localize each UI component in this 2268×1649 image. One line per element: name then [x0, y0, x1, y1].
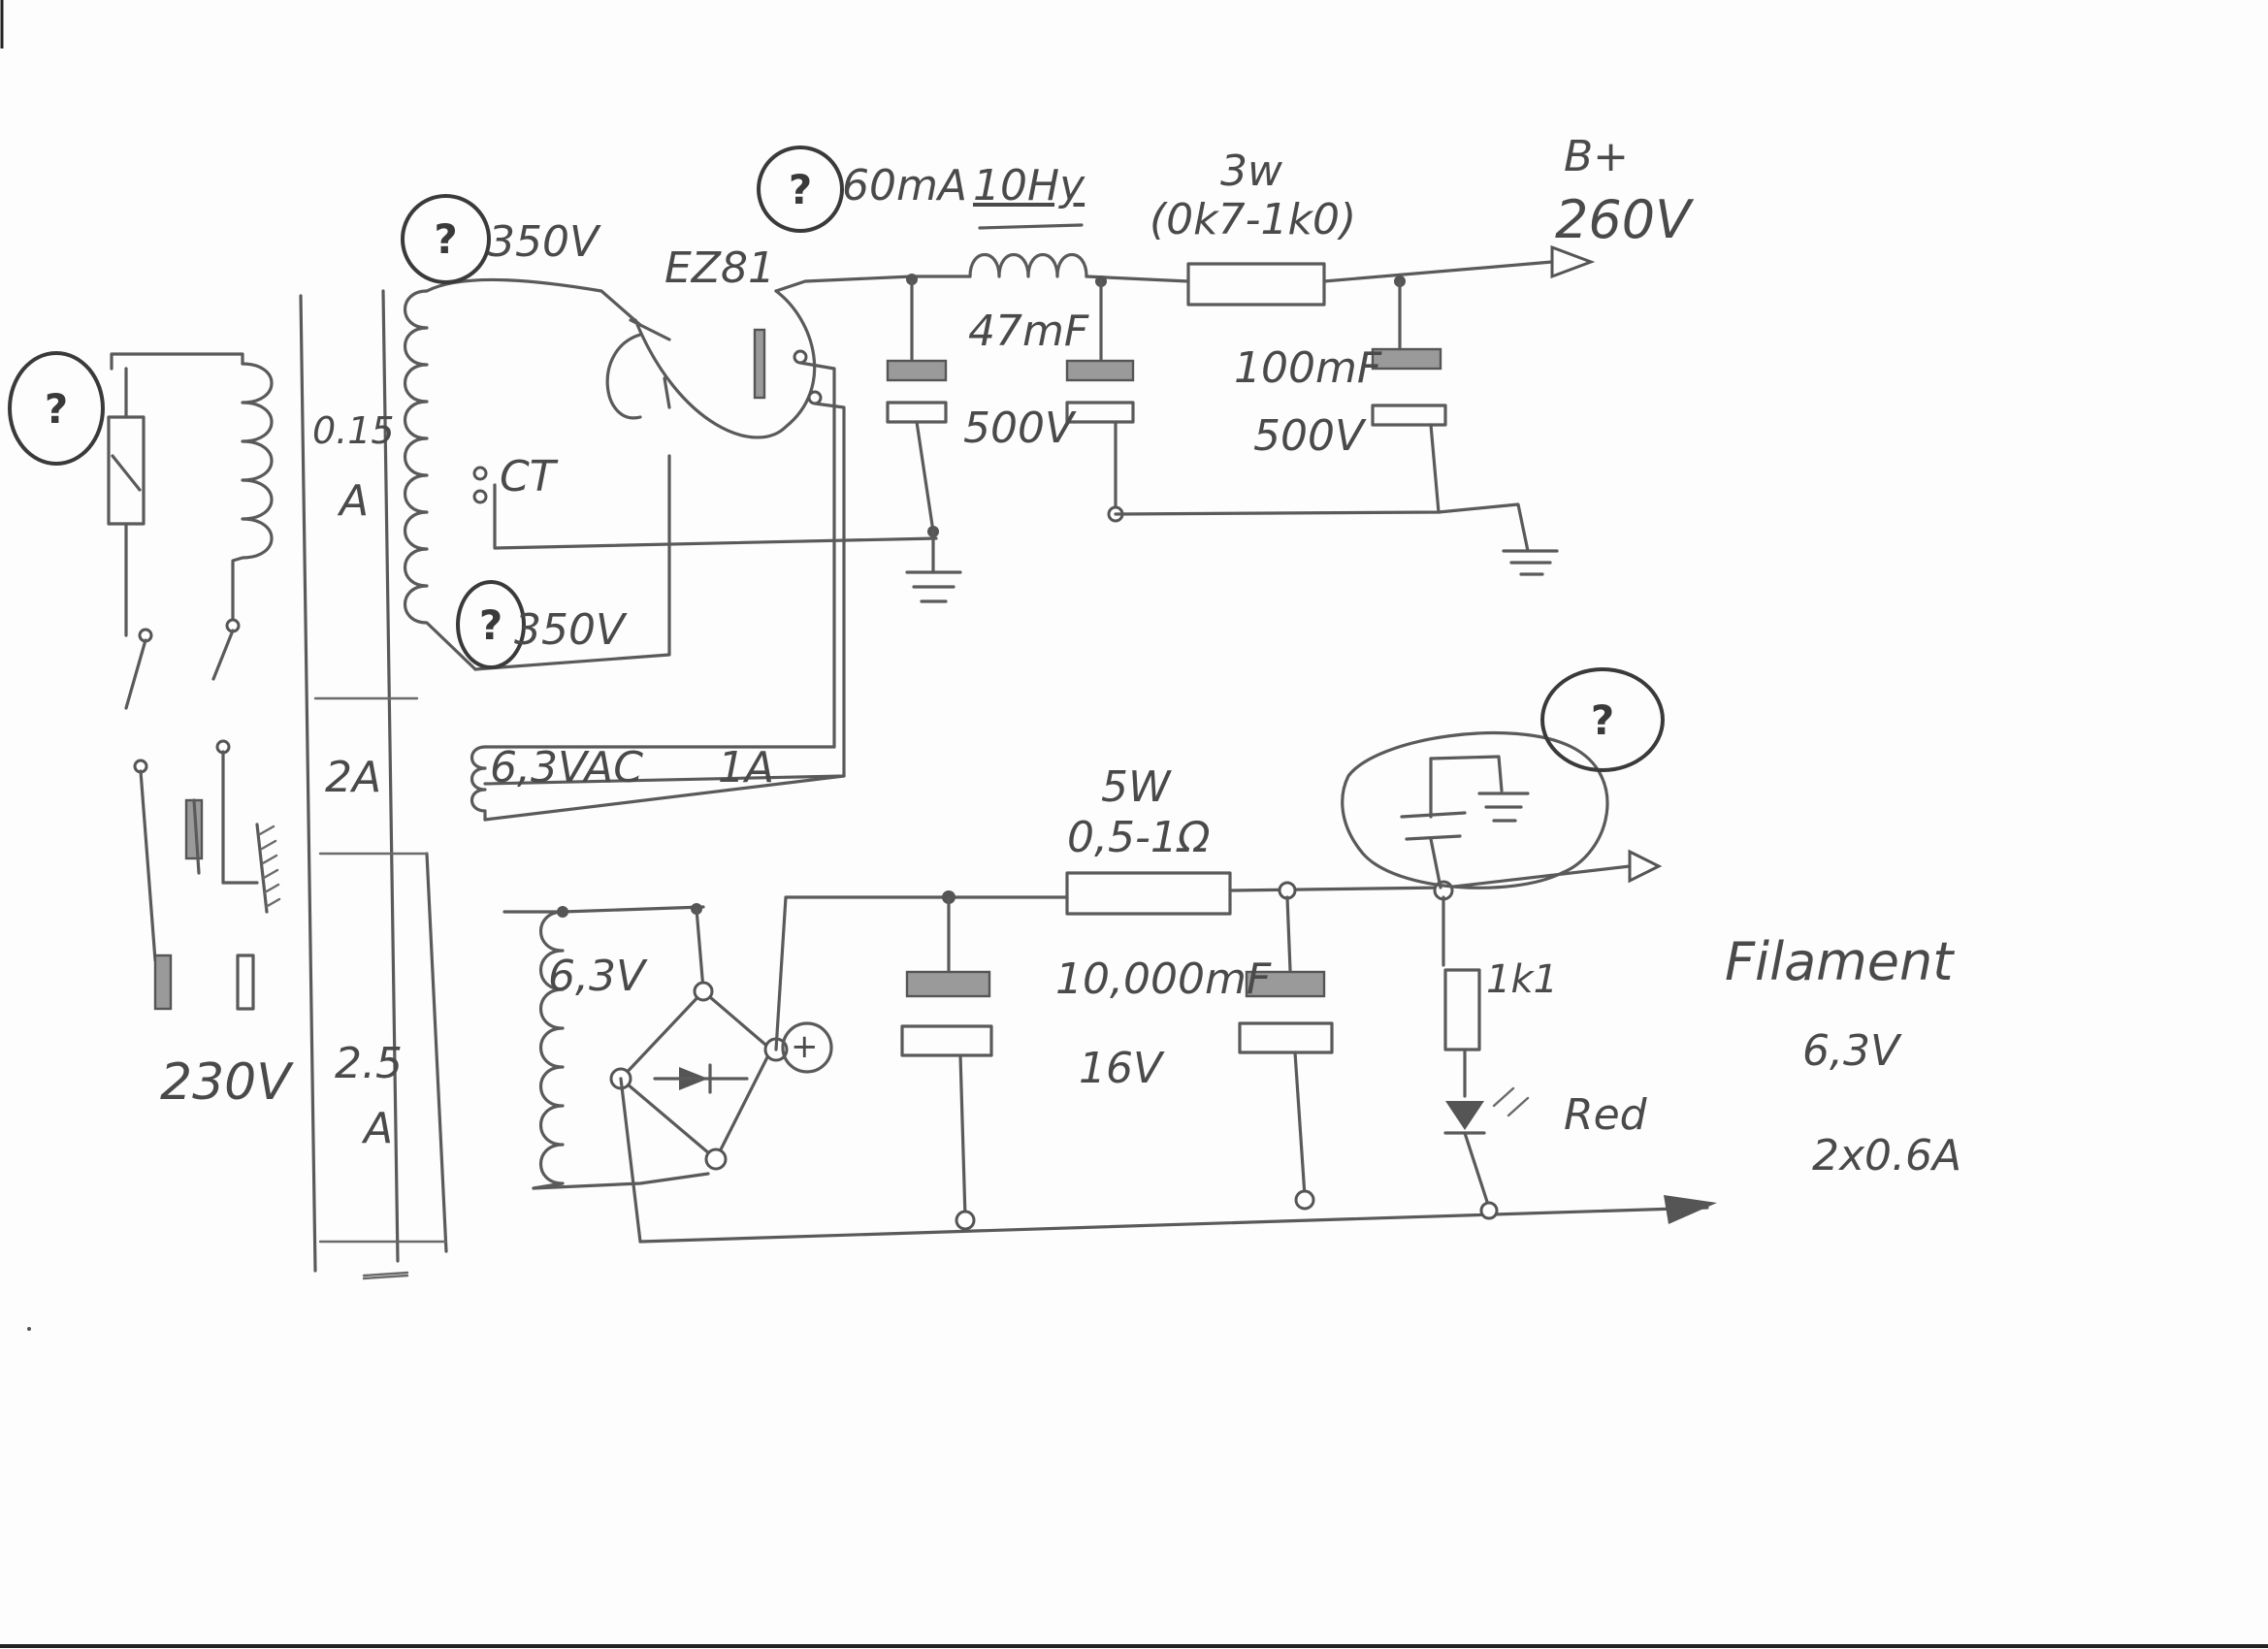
cap3-plate-plus [905, 970, 991, 998]
bridge-plus-sign: + [791, 1027, 819, 1066]
filament-voltage: 6,3V [1802, 1026, 1900, 1076]
led-colour-label: Red [1564, 1090, 1647, 1140]
filament-plus-arrow [1628, 849, 1663, 884]
cap3-voltage: 16V [1079, 1044, 1163, 1093]
led-resistor-value: 1k1 [1486, 957, 1559, 1002]
lv-secondary-voltage: 6,3V [548, 952, 646, 1001]
lv-current-rating: 2.5 [335, 1039, 403, 1088]
ht-current-unit: A [340, 476, 370, 526]
question-mark-hv-bottom: ? [456, 580, 526, 669]
ht-current-label: 60mA [842, 161, 967, 210]
ht-filter [886, 223, 1596, 603]
led-resistor [1443, 968, 1481, 1051]
cap4-plate-plus [1245, 970, 1326, 998]
cap1b-plate-plus [1065, 359, 1135, 382]
heater-winding-ac [470, 745, 846, 822]
led-symbol [1445, 1101, 1484, 1130]
lv-resistor-power: 5W [1101, 762, 1171, 812]
transformer-core [299, 289, 448, 1280]
current-2a-label: 2A [325, 753, 382, 802]
bplus-arrow [1550, 244, 1596, 279]
hv-bottom-voltage: 350V [514, 605, 626, 655]
plug-pin-left [153, 954, 173, 1011]
question-mark-hv-top: ? [401, 194, 491, 284]
cap1-value: 47mF [968, 307, 1089, 356]
plug-pin-right [236, 954, 255, 1011]
centre-tap-label: CT [500, 452, 556, 501]
primary-winding [107, 352, 281, 1011]
cap2-plate-plus [1371, 347, 1442, 371]
cap2-voltage: 500V [1253, 411, 1365, 461]
filament-minus-arrow [1664, 1195, 1717, 1224]
cap2-value: 100mF [1234, 343, 1382, 393]
bridge-plus-circle [781, 1021, 833, 1074]
cap1-voltage: 500V [963, 404, 1075, 453]
lv-secondary [502, 731, 1717, 1244]
choke-label: 10Hy [973, 161, 1085, 210]
question-mark-mains: ? [8, 351, 105, 466]
rectifier-tube-label: EZ81 [664, 243, 775, 293]
hv-secondary [403, 277, 938, 671]
filament-current: 2x0.6A [1812, 1131, 1962, 1180]
question-mark-current: ? [757, 146, 844, 233]
filament-label: Filament [1725, 931, 1954, 992]
cap1-plate-plus [886, 359, 948, 382]
mains-voltage: 230V [160, 1053, 291, 1112]
cap3-value: 10,000mF [1055, 954, 1272, 1004]
heater-ac-current: 1A [718, 743, 775, 792]
ht-current-rating: 0.15 [312, 409, 395, 452]
hv-top-voltage: 350V [488, 217, 599, 267]
ez81-rectifier-tube [483, 275, 914, 786]
lv-current-unit: A [364, 1104, 394, 1153]
lv-resistor-value: 0,5-1Ω [1067, 813, 1211, 862]
lv-resistor [1065, 871, 1232, 916]
bplus-voltage: 260V [1555, 189, 1692, 250]
ht-resistor [1186, 262, 1326, 307]
bplus-label: B+ [1564, 132, 1630, 181]
heater-ac-label: 6,3VAC [490, 743, 643, 792]
ht-resistor-value: (0k7-1k0) [1150, 195, 1357, 244]
ht-resistor-power: 3w [1220, 146, 1282, 196]
question-mark-filament: ? [1540, 667, 1665, 772]
